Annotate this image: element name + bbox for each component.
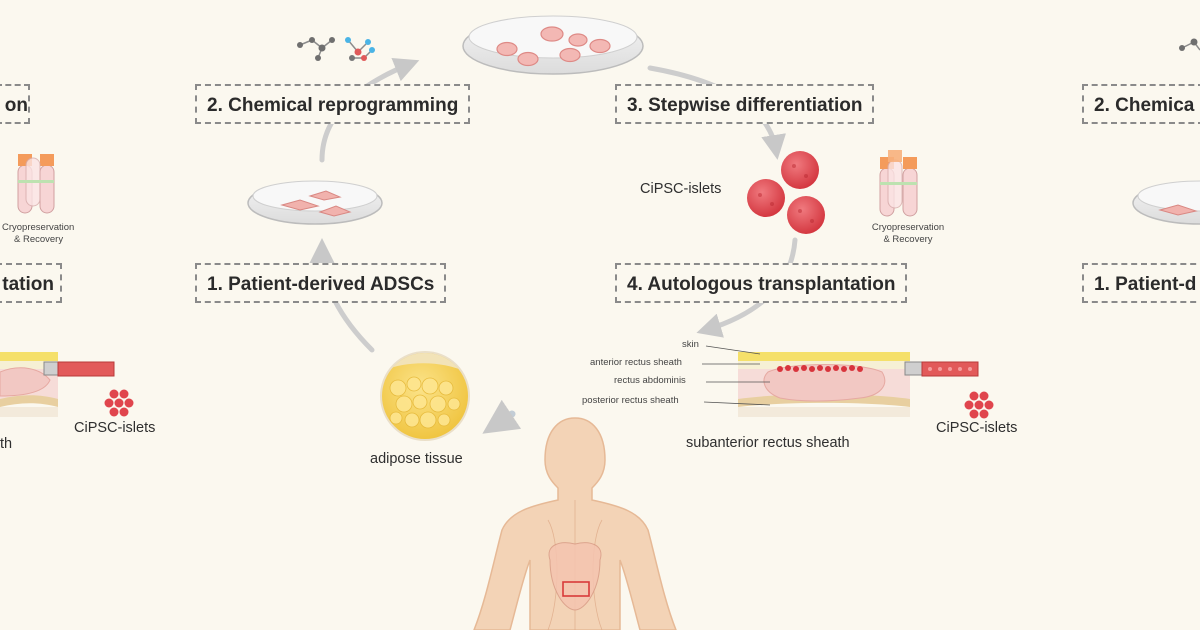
petri-dish-cipsc <box>462 15 644 75</box>
left-edge-step-top: on <box>0 84 30 124</box>
cryo-label-line1: Cryopreservation <box>871 222 945 233</box>
cipsc-islets-label: CiPSC-islets <box>640 181 722 197</box>
left-edge-repeat <box>0 154 134 417</box>
islet-dots-right <box>964 391 994 419</box>
step-chemical-reprogramming: 2. Chemical reprogramming <box>195 84 471 124</box>
right-edge-step-mid-text: 1. Patient-d <box>1082 263 1200 303</box>
cryo-label-line2: & Recovery <box>883 234 933 245</box>
petri-dish-adscs <box>247 180 383 225</box>
adipose-tissue-label: adipose tissue <box>370 451 463 467</box>
cipsc-islet-cluster <box>747 151 825 234</box>
right-edge-step-top: 2. Chemica <box>1082 84 1200 124</box>
adipose-tissue-illustration <box>380 351 470 441</box>
step-autologous-transplantation: 4. Autologous transplantation <box>615 263 908 303</box>
left-edge-cryo-line2: & Recovery <box>14 234 64 245</box>
human-body-illustration <box>473 417 677 630</box>
left-edge-step-top-text: on <box>4 95 28 116</box>
right-edge-repeat <box>1132 38 1200 225</box>
small-molecules-icon <box>297 37 375 61</box>
step-patient-derived-adscs: 1. Patient-derived ADSCs <box>195 263 447 303</box>
step-stepwise-differentiation: 3. Stepwise differentiation <box>615 84 875 124</box>
layer-label-rectus-abdominis: rectus abdominis <box>614 375 686 386</box>
left-edge-cryo-line1: Cryopreservation <box>2 222 75 233</box>
cipsc-islets-label-right: CiPSC-islets <box>936 420 1018 436</box>
layer-label-skin: skin <box>682 339 699 350</box>
subanterior-rectus-sheath-label: subanterior rectus sheath <box>686 435 850 451</box>
layer-label-anterior-rectus-sheath: anterior rectus sheath <box>590 357 682 368</box>
cryotubes-icon <box>879 150 918 217</box>
left-edge-step-mid: tation <box>0 263 62 303</box>
left-edge-step-mid-text: tation <box>2 274 54 295</box>
left-edge-bottom-text: th <box>0 436 13 452</box>
rectus-sheath-cross-section <box>702 345 979 417</box>
implant-site-marker <box>562 581 590 597</box>
layer-label-posterior-rectus-sheath: posterior rectus sheath <box>582 395 679 406</box>
right-edge-step-mid: 1. Patient-d <box>1082 263 1200 303</box>
right-edge-step-top-text: 2. Chemica <box>1082 84 1200 124</box>
left-edge-cipsc-islets-label: CiPSC-islets <box>74 420 156 436</box>
